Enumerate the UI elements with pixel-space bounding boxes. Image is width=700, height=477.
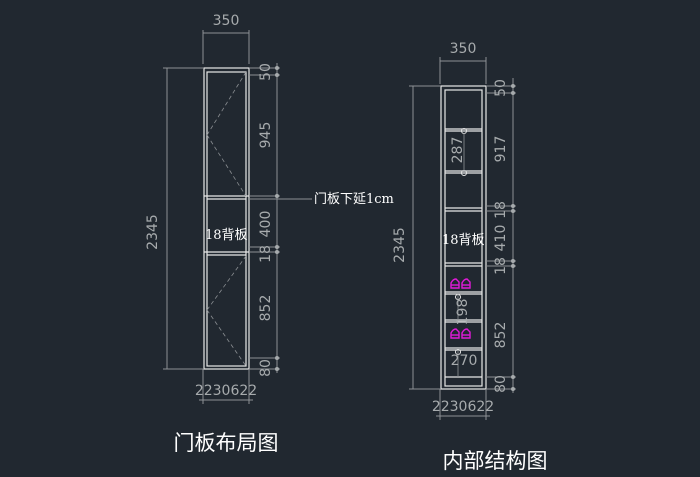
- shoe-symbol-lower: [450, 328, 471, 339]
- right-dim-80: 80: [493, 375, 509, 393]
- inner-dim-270: 270: [451, 353, 478, 369]
- right-back-panel-label: 18背板: [442, 233, 485, 248]
- left-dim-945: 945: [258, 122, 274, 149]
- right-chain-ticks: [511, 84, 515, 391]
- left-height-dimension: [163, 67, 203, 370]
- right-dim-18-upper: 18: [493, 201, 509, 219]
- right-top-width-text: 350: [450, 41, 477, 57]
- right-dim-410: 410: [493, 225, 509, 252]
- left-top-width-text: 350: [213, 13, 240, 29]
- left-bottom-dimension: [199, 369, 253, 404]
- right-dim-18-lower: 18: [493, 257, 509, 275]
- right-height-dimension: [409, 85, 440, 390]
- inner-dimension-lines: [457, 133, 465, 377]
- left-view: 350 18背板 2345: [145, 13, 394, 455]
- right-view: 350: [392, 41, 548, 473]
- left-door-swing-lines: [206, 71, 247, 367]
- door-note-text: 门板下延1cm: [314, 192, 394, 207]
- right-view-title: 内部结构图: [443, 449, 548, 473]
- left-dim-852: 852: [258, 295, 274, 322]
- left-chain-dimensions: [249, 63, 280, 373]
- left-cabinet: [203, 67, 250, 370]
- left-back-panel-label: 18背板: [205, 228, 248, 243]
- right-cabinet: [440, 85, 487, 390]
- inner-dim-198: 198: [455, 299, 471, 326]
- right-dim-852: 852: [493, 322, 509, 349]
- left-chain-ticks: [275, 66, 279, 371]
- left-dim-80: 80: [258, 359, 274, 377]
- right-dim-917: 917: [493, 136, 509, 163]
- left-bottom-dims-text: 2230622: [195, 383, 257, 399]
- shoe-symbol-upper: [450, 278, 471, 289]
- left-dim-400: 400: [258, 211, 274, 238]
- inner-dim-287: 287: [450, 137, 466, 164]
- left-height-text: 2345: [145, 214, 161, 250]
- right-top-width-dimension: [439, 57, 487, 84]
- left-top-width-dimension: [202, 30, 250, 64]
- right-dim-50: 50: [493, 79, 509, 97]
- left-view-title: 门板布局图: [174, 431, 279, 455]
- right-bottom-dims-text: 2230622: [432, 399, 494, 415]
- right-bottom-dimension: [436, 389, 490, 420]
- left-dim-18: 18: [258, 245, 274, 263]
- left-dim-50: 50: [258, 63, 274, 81]
- right-height-text: 2345: [392, 227, 408, 263]
